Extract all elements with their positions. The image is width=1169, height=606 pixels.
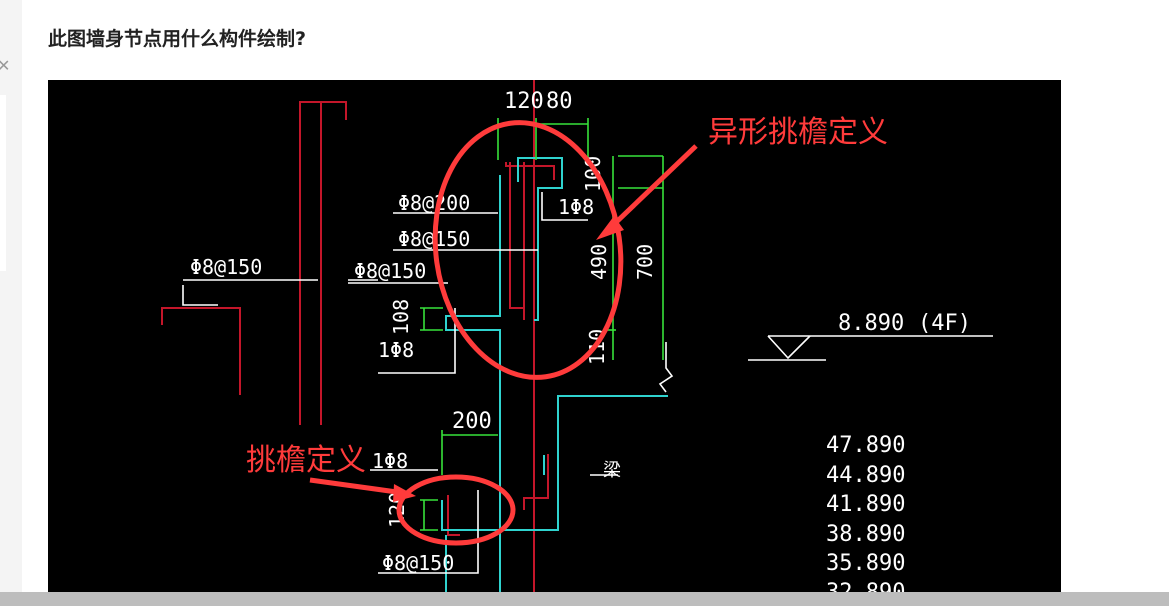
cad-drawing: 120 80 Φ8@200 Φ8@150 Φ8@150 Φ8@150 1Φ8 1… — [48, 80, 1061, 592]
elevation: 35.890 — [826, 551, 905, 576]
elevation: 32.890 — [826, 580, 905, 592]
dim-108: 108 — [389, 299, 413, 335]
arrow-head-bottom — [393, 484, 416, 502]
annotation-label-top: 异形挑檐定义 — [708, 115, 888, 150]
dim-700: 700 — [633, 244, 657, 280]
rebar-label: 1Φ8 — [378, 338, 414, 362]
elevation: 41.890 — [826, 492, 905, 517]
cad-drawing-image: 120 80 Φ8@200 Φ8@150 Φ8@150 Φ8@150 1Φ8 1… — [48, 80, 1061, 592]
annotation-label-bottom: 挑檐定义 — [246, 443, 366, 478]
rebar-label: Φ8@150 — [382, 551, 454, 575]
rebar-label: 1Φ8 — [558, 195, 594, 219]
dim-120: 120 — [504, 89, 544, 114]
dim-80: 80 — [546, 89, 573, 114]
horizontal-scrollbar[interactable] — [0, 592, 1169, 606]
rebar-label: 1Φ8 — [372, 449, 408, 473]
beam-label: 梁 — [603, 460, 621, 481]
elevation: 38.890 — [826, 522, 905, 547]
rebar-label: Φ8@150 — [354, 259, 426, 283]
rebar-label: Φ8@150 — [190, 255, 262, 279]
rebar-label: Φ8@200 — [398, 191, 470, 215]
question-title: 此图墙身节点用什么构件绘制? — [48, 28, 307, 50]
close-icon[interactable]: ✕ — [0, 58, 11, 75]
dim-490: 490 — [587, 244, 611, 280]
highlight-ellipse-top — [432, 120, 624, 380]
elevation: 47.890 — [826, 433, 905, 458]
level-label: 8.890 — [838, 311, 904, 336]
elevation: 44.890 — [826, 463, 905, 488]
dim-200: 200 — [452, 409, 492, 434]
arrow-head-top — [596, 216, 624, 240]
floor-label: (4F) — [918, 311, 971, 336]
side-panel — [0, 95, 6, 271]
highlight-ellipse-bottom — [396, 474, 516, 546]
